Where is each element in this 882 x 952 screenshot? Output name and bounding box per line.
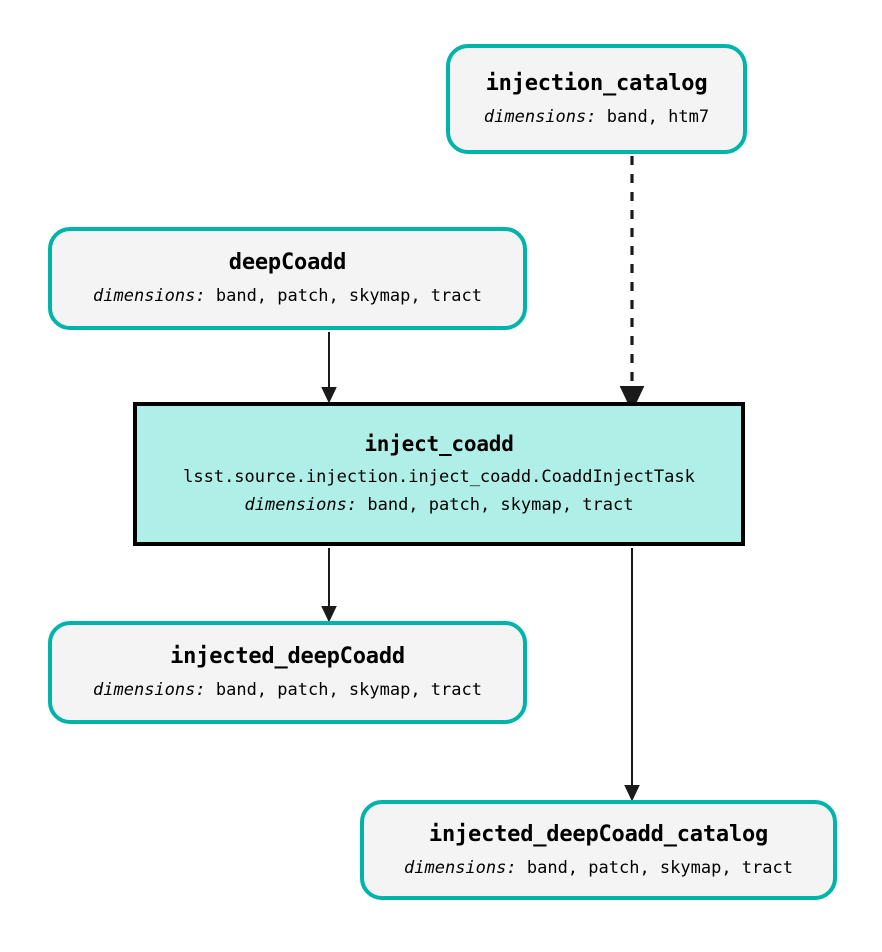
dimensions-value: band, patch, skymap, tract xyxy=(215,680,482,701)
node-title: inject_coadd xyxy=(364,432,514,457)
dimensions-value: band, patch, skymap, tract xyxy=(526,857,793,878)
dimensions-value: band, htm7 xyxy=(606,106,710,127)
dimensions-value: band, patch, skymap, tract xyxy=(215,286,482,307)
node-title: injected_deepCoadd_catalog xyxy=(428,821,769,847)
node-injected-deep-coadd-catalog[interactable]: injected_deepCoadd_catalog dimensions: b… xyxy=(360,800,837,900)
dimensions-label: dimensions: xyxy=(93,286,206,307)
dimensions-label: dimensions: xyxy=(483,106,597,127)
dimensions-label: dimensions: xyxy=(244,495,358,516)
node-title: injection_catalog xyxy=(485,70,708,96)
node-injected-deep-coadd[interactable]: injected_deepCoadd dimensions: band, pat… xyxy=(48,621,527,724)
node-task-class: lsst.source.injection.inject_coadd.Coadd… xyxy=(183,466,695,487)
node-dimensions: dimensions: band, patch, skymap, tract xyxy=(93,681,482,701)
dimensions-value: band, patch, skymap, tract xyxy=(367,495,634,516)
node-injection-catalog[interactable]: injection_catalog dimensions: band, htm7 xyxy=(446,44,747,154)
dimensions-label: dimensions: xyxy=(404,857,517,878)
node-dimensions: dimensions: band, patch, skymap, tract xyxy=(244,495,634,516)
node-title: injected_deepCoadd xyxy=(170,644,405,670)
node-deep-coadd[interactable]: deepCoadd dimensions: band, patch, skyma… xyxy=(48,227,527,330)
node-dimensions: dimensions: band, patch, skymap, tract xyxy=(93,287,482,307)
node-inject-coadd[interactable]: inject_coadd lsst.source.injection.injec… xyxy=(133,402,745,546)
node-title: deepCoadd xyxy=(228,250,347,276)
dimensions-label: dimensions: xyxy=(93,680,206,701)
node-dimensions: dimensions: band, htm7 xyxy=(483,106,710,128)
node-dimensions: dimensions: band, patch, skymap, tract xyxy=(404,857,793,879)
